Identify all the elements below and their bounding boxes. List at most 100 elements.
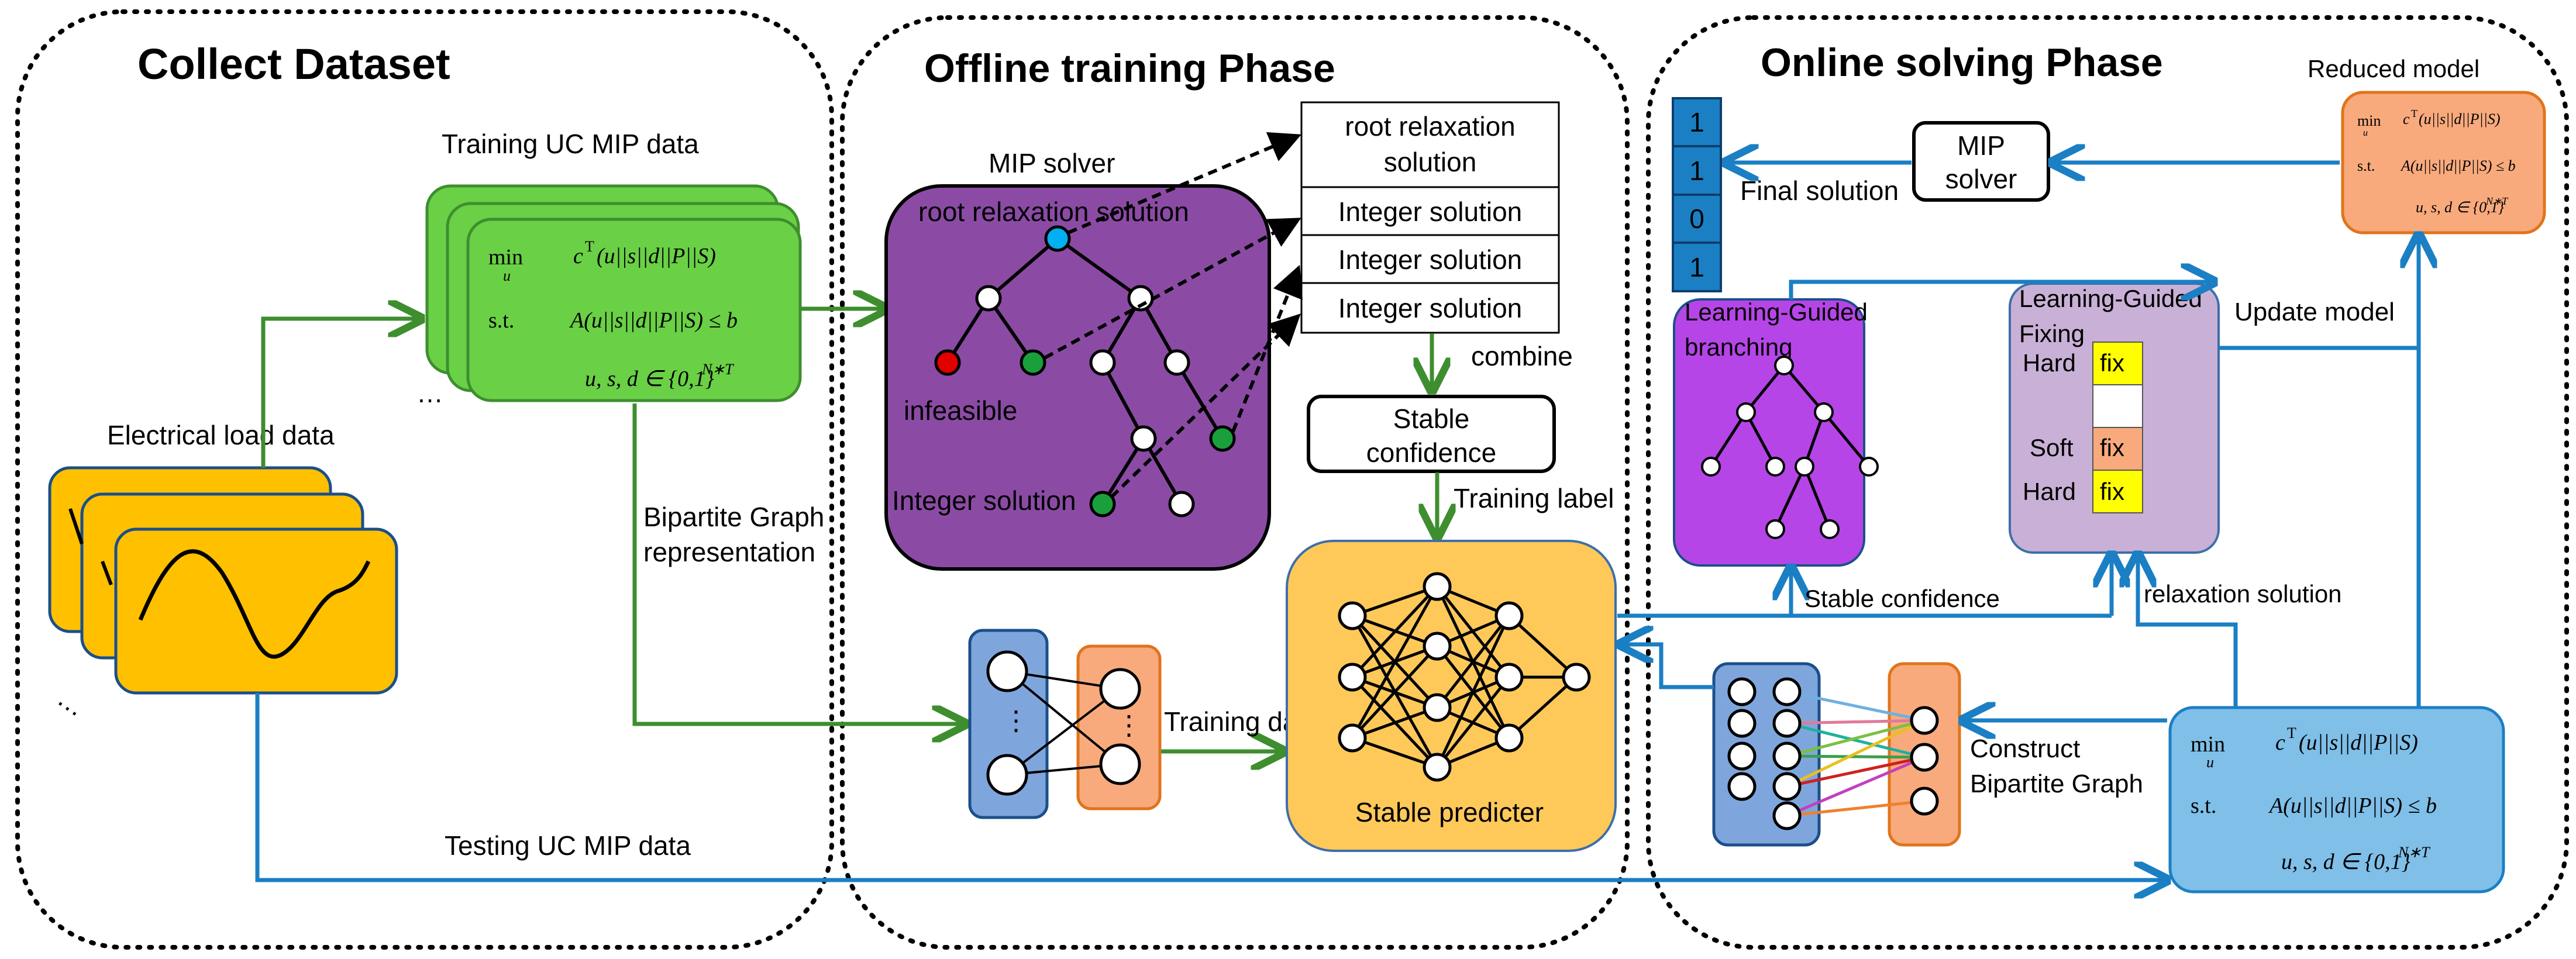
combine-label: combine: [1471, 341, 1573, 371]
lg-branching-line1: Learning-Guided: [1685, 298, 1868, 326]
bipartite-var-node: [986, 754, 1028, 796]
bipartite-right-vdots: ⋮: [1115, 710, 1142, 740]
tree-node: [975, 285, 1002, 312]
svg-text:Integer solution: Integer solution: [1338, 293, 1523, 323]
mip-solver-title: MIP solver: [989, 148, 1115, 178]
fix-cell-2: [2092, 384, 2143, 428]
svg-text:1: 1: [1689, 156, 1704, 186]
svg-text:c: c: [573, 244, 583, 268]
mip-solver-box: [884, 184, 1271, 571]
tree-infeasible-node: [934, 349, 961, 376]
training-stack-ellipsis: …: [416, 378, 443, 408]
fix-text-2: fix: [2100, 434, 2124, 461]
training-card-front: [466, 218, 802, 402]
svg-text:T: T: [2287, 725, 2296, 741]
svg-text:N∗T: N∗T: [2398, 844, 2430, 861]
svg-text:A(u||s||d||P||S) ≤ b: A(u||s||d||P||S) ≤ b: [569, 308, 738, 333]
svg-text:u, s, d ∈ {0,1}: u, s, d ∈ {0,1}: [2281, 850, 2410, 874]
tree-node: [1163, 349, 1190, 376]
online-bipartite-nodes: [1727, 677, 1939, 830]
bipartite-left-vdots: ⋮: [1003, 705, 1029, 736]
lg-branching-nodes: [1701, 356, 1879, 539]
testing-formula-box: [2168, 706, 2505, 894]
online-mip-solver-line1: MIP: [1957, 130, 2005, 161]
offline-phase-title: Offline training Phase: [924, 46, 1335, 91]
testing-data-arrow: [255, 693, 2167, 880]
svg-text:0: 0: [1689, 203, 1704, 234]
svg-text:s.t.: s.t.: [2357, 157, 2375, 174]
soft-label: Soft: [2030, 434, 2074, 461]
hard-label-2: Hard: [2023, 478, 2076, 505]
fix-text-3: fix: [2100, 478, 2124, 505]
stable-confidence-line2: confidence: [1366, 437, 1497, 468]
svg-text:(u||s||d||P||S): (u||s||d||P||S): [2419, 111, 2501, 127]
svg-text:(u||s||d||P||S): (u||s||d||P||S): [2299, 730, 2418, 755]
stable-confidence-online-label: Stable confidence: [1804, 585, 2000, 612]
stable-confidence-line1: Stable: [1393, 403, 1469, 434]
tree-integer-node: [1020, 349, 1046, 376]
svg-text:N∗T: N∗T: [701, 361, 734, 378]
online-mip-solver-line2: solver: [1945, 164, 2017, 194]
svg-text:1: 1: [1689, 107, 1704, 137]
svg-text:min: min: [488, 245, 523, 270]
construct-label-1: Construct: [1970, 734, 2080, 763]
branching-update-arrow: [1789, 282, 2214, 299]
svg-text:Integer solution: Integer solution: [1338, 244, 1523, 275]
svg-text:root relaxation: root relaxation: [1345, 111, 1516, 142]
online-phase-frame: [1646, 15, 2569, 950]
bipartite-to-predicter-arrow: [1620, 644, 1714, 689]
training-to-bipartite-arrow: [632, 403, 965, 724]
fix-cell-1: [2092, 341, 2143, 385]
load-stack-ellipsis: …: [52, 682, 92, 722]
final-solution-vector: 1 1 0 1: [1672, 97, 1722, 292]
svg-text:u: u: [2206, 754, 2214, 771]
solution-table: root relaxation solution Integer solutio…: [1300, 101, 1560, 334]
svg-text:u: u: [503, 267, 511, 284]
bipartite-var-node: [986, 650, 1028, 692]
svg-text:c: c: [2275, 730, 2285, 755]
tree-root-node: [1044, 225, 1071, 252]
offline-phase-frame: [840, 15, 1630, 950]
svg-text:min: min: [2191, 732, 2225, 757]
lg-branching-tree: [1709, 364, 1870, 530]
root-relaxation-label: root relaxation solution: [918, 196, 1189, 227]
construct-label-2: Bipartite Graph: [1970, 770, 2143, 798]
integer-solution-tree-label: Integer solution: [892, 485, 1076, 516]
svg-text:c: c: [2403, 111, 2410, 127]
load-curve-front: [138, 549, 371, 659]
lg-branching-line2: branching: [1685, 333, 1792, 361]
relaxation-to-fixing-arrow: [2138, 554, 2238, 709]
svg-text:u: u: [2363, 128, 2368, 138]
bipartite-con-node: [1099, 668, 1141, 710]
testing-formula: min u c T (u||s||d||P||S) s.t. A(u||s||d…: [2191, 725, 2437, 874]
svg-text:1: 1: [1689, 252, 1704, 282]
nn-nodes: [1338, 572, 1591, 782]
svg-text:s.t.: s.t.: [2191, 794, 2216, 818]
training-label-text: Training label: [1454, 483, 1614, 513]
svg-text:solution: solution: [1384, 147, 1477, 177]
reduced-model-label: Reduced model: [2308, 55, 2479, 82]
update-model-label: Update model: [2234, 298, 2395, 326]
svg-text:(u||s||d||P||S): (u||s||d||P||S): [597, 244, 716, 268]
svg-text:min: min: [2357, 112, 2381, 129]
load-curve-back-2: [68, 508, 84, 544]
online-phase-title: Online solving Phase: [1761, 40, 2163, 85]
svg-text:u, s, d ∈ {0,1}: u, s, d ∈ {0,1}: [2416, 199, 2505, 216]
fix-cell-4: [2092, 470, 2143, 513]
stable-predicter-box: [1286, 540, 1617, 852]
load-card-front: [114, 527, 398, 695]
tree-node: [1130, 425, 1157, 452]
reduced-model-box: [2341, 91, 2546, 234]
tree-to-table-arrows: [1044, 132, 1303, 499]
tree-integer-node: [1089, 491, 1116, 518]
infeasible-label: infeasible: [904, 395, 1017, 426]
stable-predicter-label: Stable predicter: [1355, 797, 1544, 827]
tree-node: [1089, 349, 1116, 376]
fix-text-1: fix: [2100, 349, 2124, 377]
collect-dataset-title: Collect Dataset: [137, 40, 450, 88]
bipartite-rep-label-1: Bipartite Graph: [643, 502, 824, 532]
electrical-load-label: Electrical load data: [107, 420, 335, 450]
svg-text:A(u||s||d||P||S) ≤ b: A(u||s||d||P||S) ≤ b: [2268, 794, 2437, 818]
testing-uc-mip-label: Testing UC MIP data: [445, 830, 691, 861]
